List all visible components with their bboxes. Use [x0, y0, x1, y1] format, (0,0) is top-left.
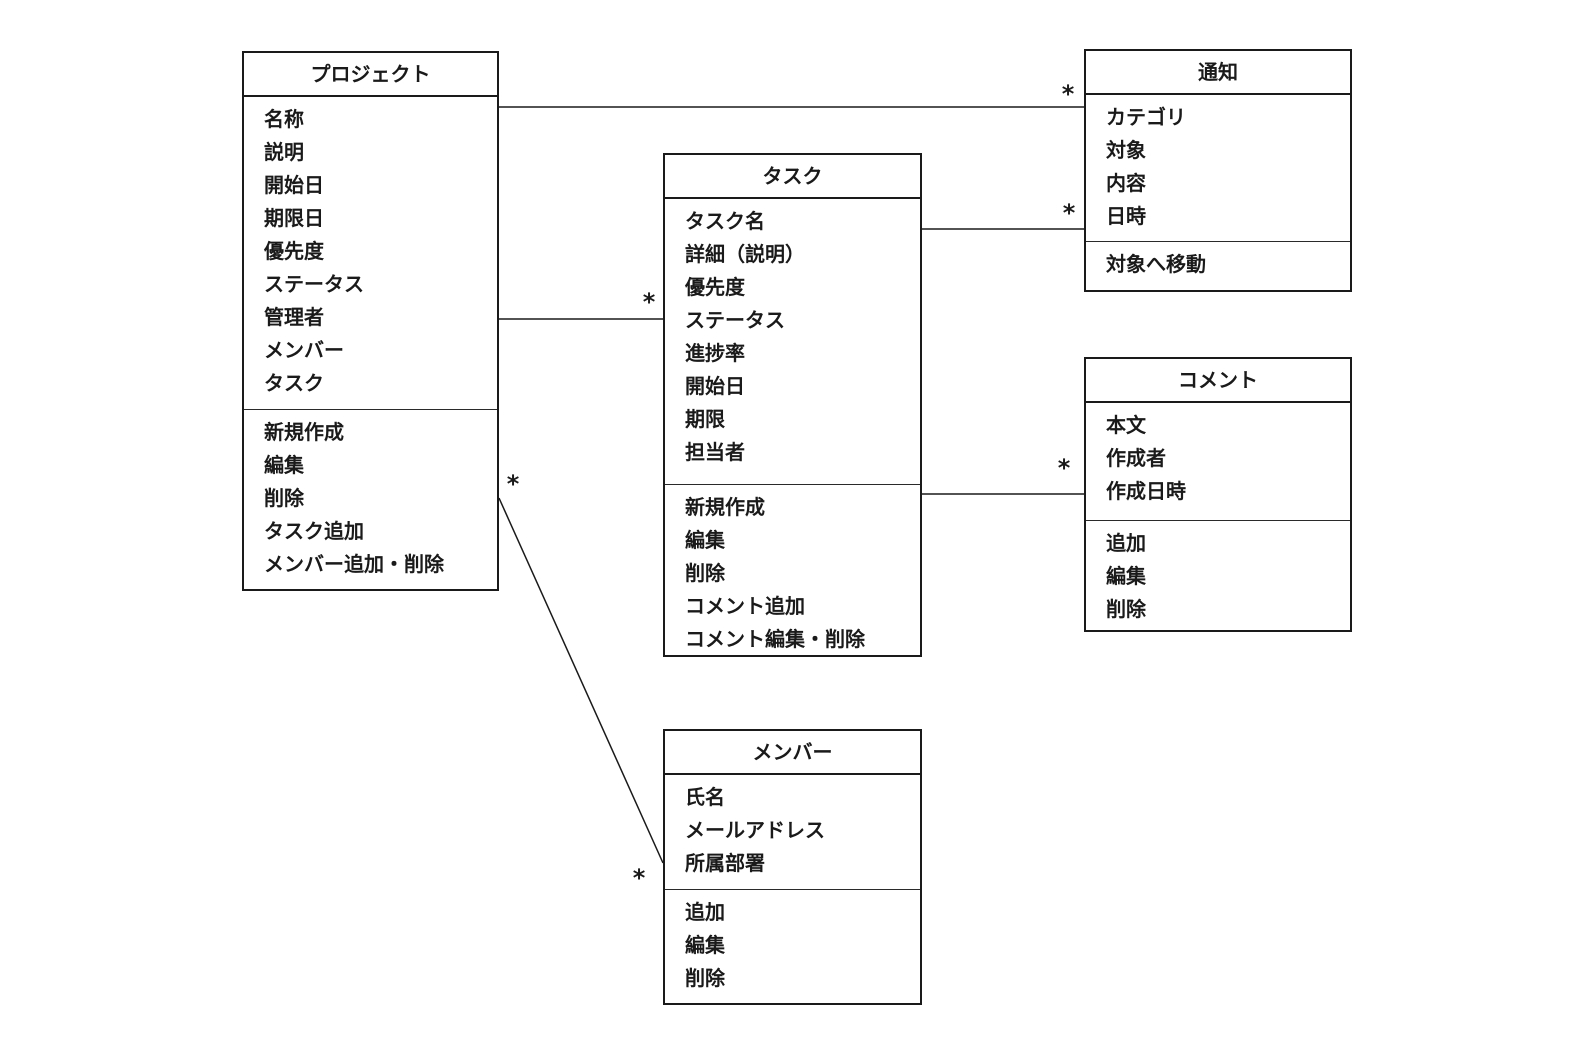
class-member-row: メンバー追加・削除	[264, 552, 444, 576]
class-box-member: メンバー 氏名メールアドレス所属部署 追加編集削除	[663, 729, 922, 1005]
class-attributes-project: 名称説明開始日期限日優先度ステータス管理者メンバータスク	[244, 97, 497, 410]
class-methods-notification: 対象へ移動	[1086, 242, 1350, 290]
multiplicity-label-project-notification: *	[1061, 79, 1075, 108]
class-methods-comment: 追加編集削除	[1086, 521, 1350, 630]
class-member-row: タスク追加	[264, 519, 364, 543]
class-member-row: 対象へ移動	[1106, 252, 1206, 276]
class-member-row: 優先度	[264, 239, 324, 263]
connector-project-member	[498, 497, 664, 864]
class-member-row: タスク	[264, 371, 324, 395]
class-member-row: 対象	[1106, 138, 1146, 162]
class-member-row: 所属部署	[685, 851, 765, 875]
multiplicity-label-project-member-target: *	[632, 863, 646, 892]
class-member-row: 担当者	[685, 440, 745, 464]
class-member-row: ステータス	[264, 272, 364, 296]
class-member-row: 期限	[685, 407, 725, 431]
class-member-row: 優先度	[685, 275, 745, 299]
class-member-row: 氏名	[685, 785, 725, 809]
class-member-row: 削除	[685, 561, 725, 585]
class-member-row: タスク名	[685, 209, 765, 233]
class-title-comment: コメント	[1086, 359, 1350, 403]
class-title-project: プロジェクト	[244, 53, 497, 97]
class-member-row: ステータス	[685, 308, 785, 332]
class-member-row: 削除	[264, 486, 304, 510]
class-member-row: 作成日時	[1106, 479, 1186, 503]
class-member-row: 管理者	[264, 305, 324, 329]
class-member-row: 編集	[685, 528, 725, 552]
class-box-notification: 通知 カテゴリ対象内容日時 対象へ移動	[1084, 49, 1352, 292]
class-member-row: 編集	[1106, 564, 1146, 588]
class-member-row: 追加	[1106, 531, 1146, 555]
class-methods-task: 新規作成編集削除コメント追加コメント編集・削除	[665, 485, 920, 655]
class-attributes-task: タスク名詳細（説明） 優先度ステータス進捗率開始日期限担当者	[665, 199, 920, 485]
class-member-row: コメント編集・削除	[685, 627, 865, 651]
class-member-row: 削除	[685, 966, 725, 990]
class-member-row: 日時	[1106, 204, 1146, 228]
class-member-row: 編集	[264, 453, 304, 477]
class-member-row: 開始日	[264, 173, 324, 197]
class-member-row: 説明	[264, 140, 304, 164]
class-title-notification: 通知	[1086, 51, 1350, 95]
class-member-row: 新規作成	[264, 420, 344, 444]
class-member-row: 本文	[1106, 413, 1146, 437]
class-member-row: 削除	[1106, 597, 1146, 621]
class-attributes-notification: カテゴリ対象内容日時	[1086, 95, 1350, 242]
multiplicity-label-task-comment: *	[1057, 453, 1071, 482]
class-member-row: メンバー	[264, 338, 344, 362]
class-member-row: 作成者	[1106, 446, 1166, 470]
class-title-task: タスク	[665, 155, 920, 199]
class-member-row: 進捗率	[685, 341, 745, 365]
class-title-member: メンバー	[665, 731, 920, 775]
class-box-comment: コメント 本文作成者作成日時 追加編集削除	[1084, 357, 1352, 632]
class-member-row: 内容	[1106, 171, 1146, 195]
class-member-row: メールアドレス	[685, 818, 825, 842]
class-member-row: 詳細（説明）	[685, 242, 805, 266]
class-member-row: 期限日	[264, 206, 324, 230]
class-methods-project: 新規作成編集削除タスク追加メンバー追加・削除	[244, 410, 497, 589]
class-member-row: 新規作成	[685, 495, 765, 519]
multiplicity-label-task-notification: *	[1062, 198, 1076, 227]
class-member-row: コメント追加	[685, 594, 805, 618]
class-member-row: カテゴリ	[1106, 105, 1186, 129]
class-methods-member: 追加編集削除	[665, 890, 920, 1003]
class-box-project: プロジェクト 名称説明開始日期限日優先度ステータス管理者メンバータスク 新規作成…	[242, 51, 499, 591]
class-member-row: 開始日	[685, 374, 745, 398]
class-attributes-member: 氏名メールアドレス所属部署	[665, 775, 920, 890]
multiplicity-label-project-task: *	[642, 287, 656, 316]
class-attributes-comment: 本文作成者作成日時	[1086, 403, 1350, 521]
class-member-row: 編集	[685, 933, 725, 957]
class-member-row: 名称	[264, 107, 304, 131]
class-box-task: タスク タスク名詳細（説明） 優先度ステータス進捗率開始日期限担当者 新規作成編集…	[663, 153, 922, 657]
class-member-row: 追加	[685, 900, 725, 924]
multiplicity-label-project-member-source: *	[506, 469, 520, 498]
